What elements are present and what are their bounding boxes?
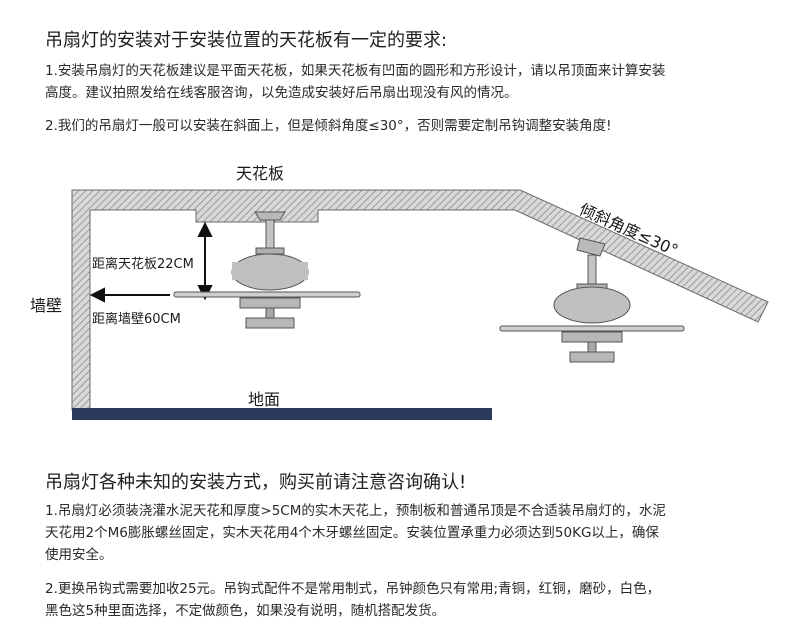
section1-para2: 2.我们的吊扇灯一般可以安装在斜面上，但是倾斜角度≤30°，否则需要定制吊钩调整… xyxy=(45,118,612,134)
ceiling-distance-arrow xyxy=(197,221,213,301)
section2-para2-line2: 黑色这5种里面选择，不定做颜色，如果没有说明，随机搭配发货。 xyxy=(45,603,446,619)
section1-para1-line1: 1.安装吊扇灯的天花板建议是平面天花板，如果天花板有凹面的圆形和方形设计，请以吊… xyxy=(45,63,666,79)
section2-para1-line1: 1.吊扇灯必须装浇灌水泥天花和厚度>5CM的实木天花上，预制板和普通吊顶是不合适… xyxy=(45,503,666,519)
wall-label: 墙壁 xyxy=(30,296,63,315)
section2-para2-line1: 2.更换吊钩式需要加收25元。吊钩式配件不是常用制式，吊钟颜色只有常用;青铜，红… xyxy=(45,581,661,597)
ceiling-label: 天花板 xyxy=(236,164,285,183)
section1-title: 吊扇灯的安装对于安装位置的天花板有一定的要求: xyxy=(45,30,448,51)
ceiling-distance-label: 距离天花板22CM xyxy=(92,257,194,272)
section2-para1-line2: 天花用2个M6膨胀螺丝固定，实木天花用4个木牙螺丝固定。安装位置承重力必须达到5… xyxy=(45,525,659,541)
ceiling-fan-flat xyxy=(173,211,361,329)
section1-para1-line2: 高度。建议拍照发给在线客服咨询，以免造成安装好后吊扇出现没有风的情况。 xyxy=(45,85,518,101)
floor-label: 地面 xyxy=(248,390,281,409)
section2-title: 吊扇灯各种未知的安装方式，购买前请注意咨询确认! xyxy=(45,472,467,493)
section2-para1-line3: 使用安全。 xyxy=(45,547,113,563)
floor-bar xyxy=(72,408,492,420)
ceiling-wall-structure xyxy=(71,189,769,411)
wall-distance-arrow xyxy=(89,287,170,303)
wall-distance-label: 距离墙壁60CM xyxy=(92,312,181,327)
ceiling-fan-sloped xyxy=(499,237,685,363)
